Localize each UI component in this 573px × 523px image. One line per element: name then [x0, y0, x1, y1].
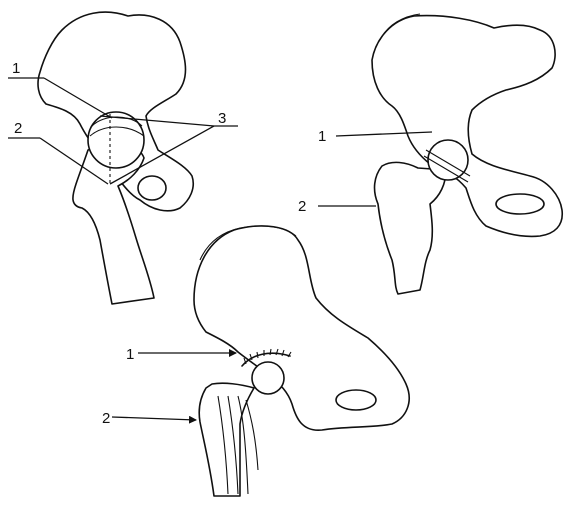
femoral-head-a [88, 112, 144, 168]
label-c-1: 1 [126, 346, 134, 363]
label-a-3: 3 [218, 110, 226, 127]
label-b-1: 1 [318, 128, 326, 145]
panel-bottom: 1 2 [102, 226, 409, 496]
label-b-2: 2 [298, 198, 306, 215]
label-a-2: 2 [14, 120, 22, 137]
femoral-head-b [428, 140, 468, 180]
femoral-head-c [252, 362, 284, 394]
panel-top-right: 1 2 [298, 14, 562, 294]
femur-b [375, 162, 446, 294]
label-a-1: 1 [12, 60, 20, 77]
label-c-2: 2 [102, 410, 110, 427]
